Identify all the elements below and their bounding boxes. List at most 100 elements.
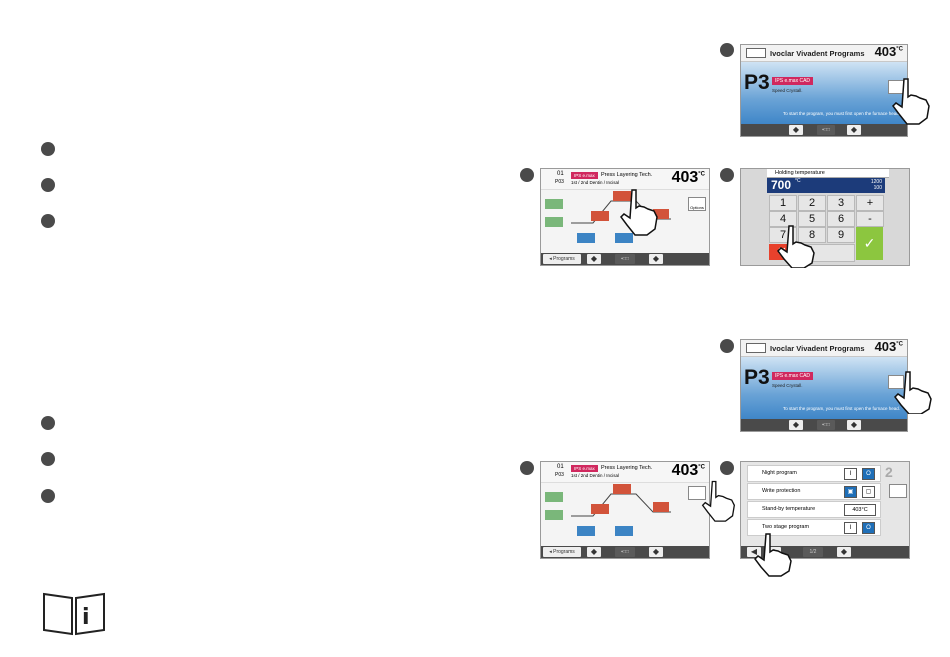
write-protection-label: Write protection — [762, 488, 801, 494]
screen-marker-2 — [520, 461, 534, 475]
option-row: Write protection ▣ ▢ — [747, 483, 881, 500]
next-arrow-icon[interactable]: ◆ — [837, 547, 851, 557]
min-limit: 100 — [873, 185, 882, 191]
prev-arrow-icon[interactable]: ◆ — [789, 420, 803, 430]
step-bullet-1 — [41, 416, 55, 430]
options-button[interactable]: Options — [688, 197, 706, 211]
step-bullet-3 — [41, 214, 55, 228]
option-row: Two stage program I O — [747, 519, 881, 536]
pointing-hand-icon — [892, 78, 930, 125]
pointing-hand-icon — [777, 225, 815, 268]
pointing-hand-icon — [754, 533, 792, 577]
key-2[interactable]: 2 — [798, 195, 826, 211]
program-subtitle: 1st / 2nd Dentin / Incisal — [571, 180, 620, 185]
prev-arrow-icon[interactable]: ◆ — [789, 125, 803, 135]
screen-marker-1 — [720, 339, 734, 353]
ivoclar-logo — [746, 343, 766, 353]
step-bullet-2 — [41, 178, 55, 192]
input-unit: °C — [795, 178, 801, 184]
keypad-header: Holding temperature — [767, 169, 889, 178]
toggle-on[interactable]: O — [862, 522, 875, 534]
page-indicator: ▪□□ — [817, 420, 835, 430]
key-5[interactable]: 5 — [798, 211, 826, 227]
option-row: Stand-by temperature 403°C — [747, 501, 881, 518]
key-plus[interactable]: + — [856, 195, 884, 211]
options-button[interactable] — [688, 486, 706, 500]
program-number: P3 — [744, 366, 770, 389]
program-screen: 01 P03 IPS e.max Press Layering Tech. 1s… — [540, 168, 710, 266]
page-indicator: 1/2 — [803, 547, 823, 557]
program-number: 01 — [557, 171, 564, 177]
program-title: Press Layering Tech. — [601, 172, 653, 178]
options-button[interactable] — [889, 484, 907, 498]
standby-temperature-label: Stand-by temperature — [762, 506, 816, 512]
step-bullet-3 — [41, 489, 55, 503]
night-program-label: Night program — [762, 470, 797, 476]
firing-curve — [545, 191, 671, 243]
key-9[interactable]: 9 — [827, 227, 855, 243]
next-arrow-icon[interactable]: ◆ — [649, 254, 663, 264]
navigation-bar: ◂ Programs ◆ ▪□□ ◆ — [541, 253, 709, 265]
program-panel — [741, 357, 907, 419]
start-hint: To start the program, you must first ope… — [783, 111, 901, 116]
material-badge: IPS e.max — [571, 172, 598, 179]
program-code: P03 — [555, 472, 564, 478]
program-subtitle: 1st / 2nd Dentin / Incisal — [571, 473, 620, 478]
screen-marker-1 — [720, 43, 734, 57]
input-value: 700 — [771, 178, 792, 192]
program-settings-button[interactable] — [888, 375, 904, 389]
back-arrow-icon[interactable]: ◀ — [747, 547, 761, 557]
firing-curve — [545, 484, 671, 536]
navigation-bar: ◂ Programs ◆ ▪□□ ◆ — [541, 546, 709, 558]
page-indicator: ▪□□ — [615, 254, 635, 264]
furnace-temperature: 403°C — [874, 44, 903, 59]
step-bullet-1 — [41, 142, 55, 156]
toggle-off[interactable]: I — [844, 522, 857, 534]
start-hint: To start the program, you must first ope… — [783, 406, 901, 411]
svg-text:i: i — [82, 605, 90, 630]
prev-arrow-icon[interactable]: ◆ — [587, 547, 601, 557]
page-indicator: ▪□□ — [615, 547, 635, 557]
page-indicator: ▪□□ — [817, 125, 835, 135]
program-panel — [741, 62, 907, 124]
next-arrow-icon[interactable]: ◆ — [649, 547, 663, 557]
lock-icon[interactable]: ▣ — [844, 486, 857, 498]
pointing-hand-icon — [620, 189, 658, 236]
keypad-display: 700 °C 1200 100 — [767, 178, 885, 193]
key-6[interactable]: 6 — [827, 211, 855, 227]
unlock-icon[interactable]: ▢ — [862, 486, 875, 498]
confirm-button[interactable]: ✓ — [856, 227, 883, 260]
toggle-on[interactable]: O — [862, 468, 875, 480]
program-code: P03 — [555, 179, 564, 185]
key-3[interactable]: 3 — [827, 195, 855, 211]
keypad-screen: Holding temperature 700 °C 1200 100 1 2 … — [740, 168, 910, 266]
next-arrow-icon[interactable]: ◆ — [847, 420, 861, 430]
screen-title: Ivoclar Vivadent Programs — [770, 343, 865, 353]
screen-marker-3 — [720, 168, 734, 182]
programs-button[interactable]: ◂ Programs — [543, 547, 581, 557]
programs-button[interactable]: ◂ Programs — [543, 254, 581, 264]
key-1[interactable]: 1 — [769, 195, 797, 211]
two-stage-program-label: Two stage program — [762, 524, 810, 530]
step-bullet-2 — [41, 452, 55, 466]
next-arrow-icon[interactable]: ◆ — [847, 125, 861, 135]
program-number: P3 — [744, 71, 770, 94]
ivoclar-logo — [746, 48, 766, 58]
material-badge: IPS e.max CAD — [772, 77, 814, 85]
standby-temperature-value[interactable]: 403°C — [844, 504, 876, 516]
screen-marker-3 — [720, 461, 734, 475]
program-title: Press Layering Tech. — [601, 465, 653, 471]
furnace-temperature: 403°C — [671, 462, 705, 479]
pointing-hand-icon — [894, 371, 932, 414]
program-screen: 01 P03 IPS e.max Press Layering Tech. 1s… — [540, 461, 710, 559]
key-8[interactable]: 8 — [798, 227, 826, 243]
key-minus[interactable]: - — [856, 211, 884, 227]
navigation-bar: ◆ ▪□□ ◆ — [741, 124, 907, 136]
key-4[interactable]: 4 — [769, 211, 797, 227]
screen-title: Ivoclar Vivadent Programs — [770, 48, 865, 58]
pointing-hand-icon — [701, 480, 736, 522]
navigation-bar: ◆ ▪□□ ◆ — [741, 419, 907, 431]
furnace-temperature: 403°C — [671, 169, 705, 186]
toggle-off[interactable]: I — [844, 468, 857, 480]
prev-arrow-icon[interactable]: ◆ — [587, 254, 601, 264]
